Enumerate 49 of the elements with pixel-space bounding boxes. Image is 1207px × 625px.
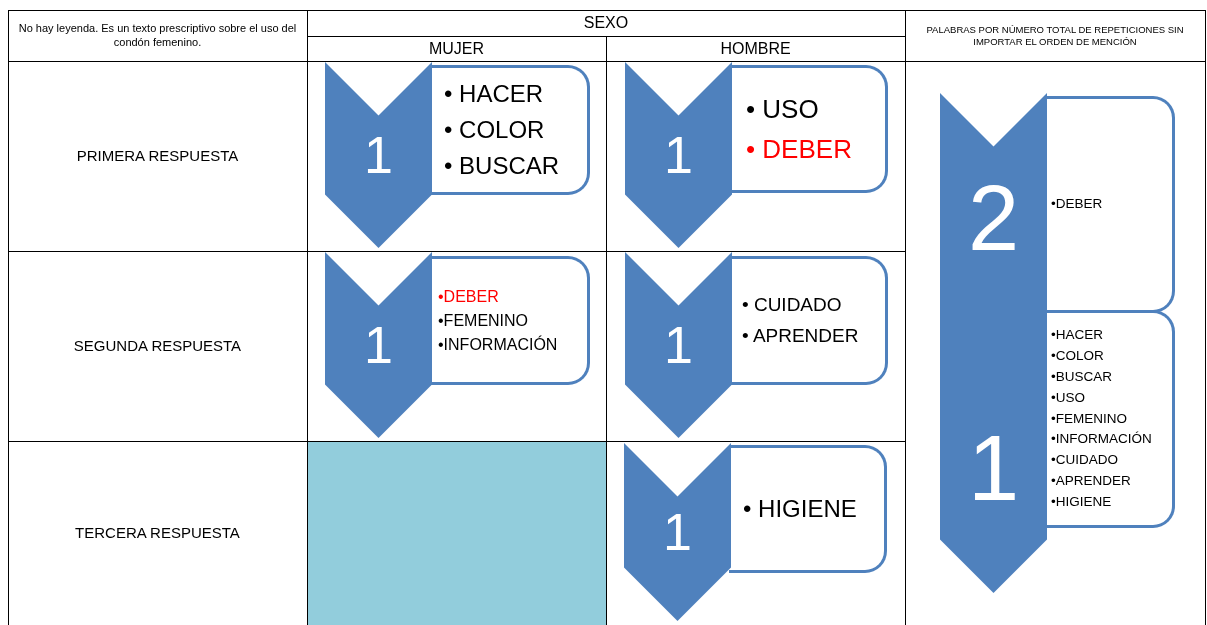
- rank-number: 1: [664, 129, 693, 181]
- word-item: • USO: [746, 92, 820, 126]
- word-item: •DEBER: [438, 286, 500, 307]
- word-list-box: [730, 256, 888, 385]
- word-list-box: [1045, 96, 1175, 313]
- rank-number: 1: [663, 506, 692, 558]
- word-item: •HIGIENE: [1051, 493, 1113, 512]
- word-list-box: [430, 256, 590, 385]
- word-item: •USO: [1051, 388, 1086, 407]
- word-item: • HIGIENE: [743, 494, 857, 524]
- chevron-shape: [940, 93, 1047, 593]
- chevron-shape: [625, 62, 732, 248]
- word-list-box: [430, 65, 590, 195]
- word-list-box: [729, 445, 887, 573]
- word-item: •INFORMACIÓN: [1051, 430, 1152, 449]
- word-item: •CUIDADO: [1051, 451, 1119, 470]
- chevron-shape: [325, 252, 432, 438]
- word-item: •HACER: [1051, 325, 1104, 344]
- table-header-text: SEGUNDA RESPUESTA: [72, 336, 243, 356]
- chevron-shape: [624, 443, 731, 621]
- word-item: •FEMENINO: [1051, 409, 1128, 428]
- word-item: • HACER: [444, 79, 545, 109]
- table-header-text: PALABRAS POR NÚMERO TOTAL DE REPETICIONES SIN IMPORTAR EL ORDEN DE MENCIÓN: [925, 23, 1185, 48]
- rank-number: 1: [664, 319, 693, 371]
- rank-number: 2: [967, 172, 1020, 264]
- table-header-text: No hay leyenda. Es un texto prescriptivo sobre el uso del condón femenino.: [17, 21, 298, 50]
- word-item: • COLOR: [444, 115, 546, 145]
- word-item: • BUSCAR: [444, 151, 560, 181]
- rank-number: 1: [364, 129, 393, 181]
- rank-number: 1: [364, 319, 393, 371]
- rank-number: 1: [967, 422, 1020, 514]
- word-item: •FEMENINO: [438, 310, 530, 331]
- word-item: •DEBER: [1051, 195, 1103, 214]
- table-header-text: TERCERA RESPUESTA: [74, 523, 241, 543]
- word-item: • CUIDADO: [742, 293, 843, 318]
- word-item: •COLOR: [1051, 346, 1105, 365]
- table-header-text: HOMBRE: [719, 38, 792, 59]
- word-item: • APRENDER: [742, 323, 859, 348]
- word-item: •APRENDER: [1051, 472, 1132, 491]
- word-list-box: [1045, 310, 1175, 528]
- word-item: • DEBER: [746, 133, 852, 166]
- word-list-box: [730, 65, 888, 193]
- table-header-text: PRIMERA RESPUESTA: [75, 146, 240, 166]
- table-header-text: SEXO: [582, 13, 630, 33]
- table-header-text: MUJER: [427, 38, 486, 59]
- word-item: •INFORMACIÓN: [438, 334, 558, 355]
- chevron-shape: [625, 252, 732, 438]
- chevron-shape: [325, 62, 432, 248]
- word-item: •BUSCAR: [1051, 367, 1113, 386]
